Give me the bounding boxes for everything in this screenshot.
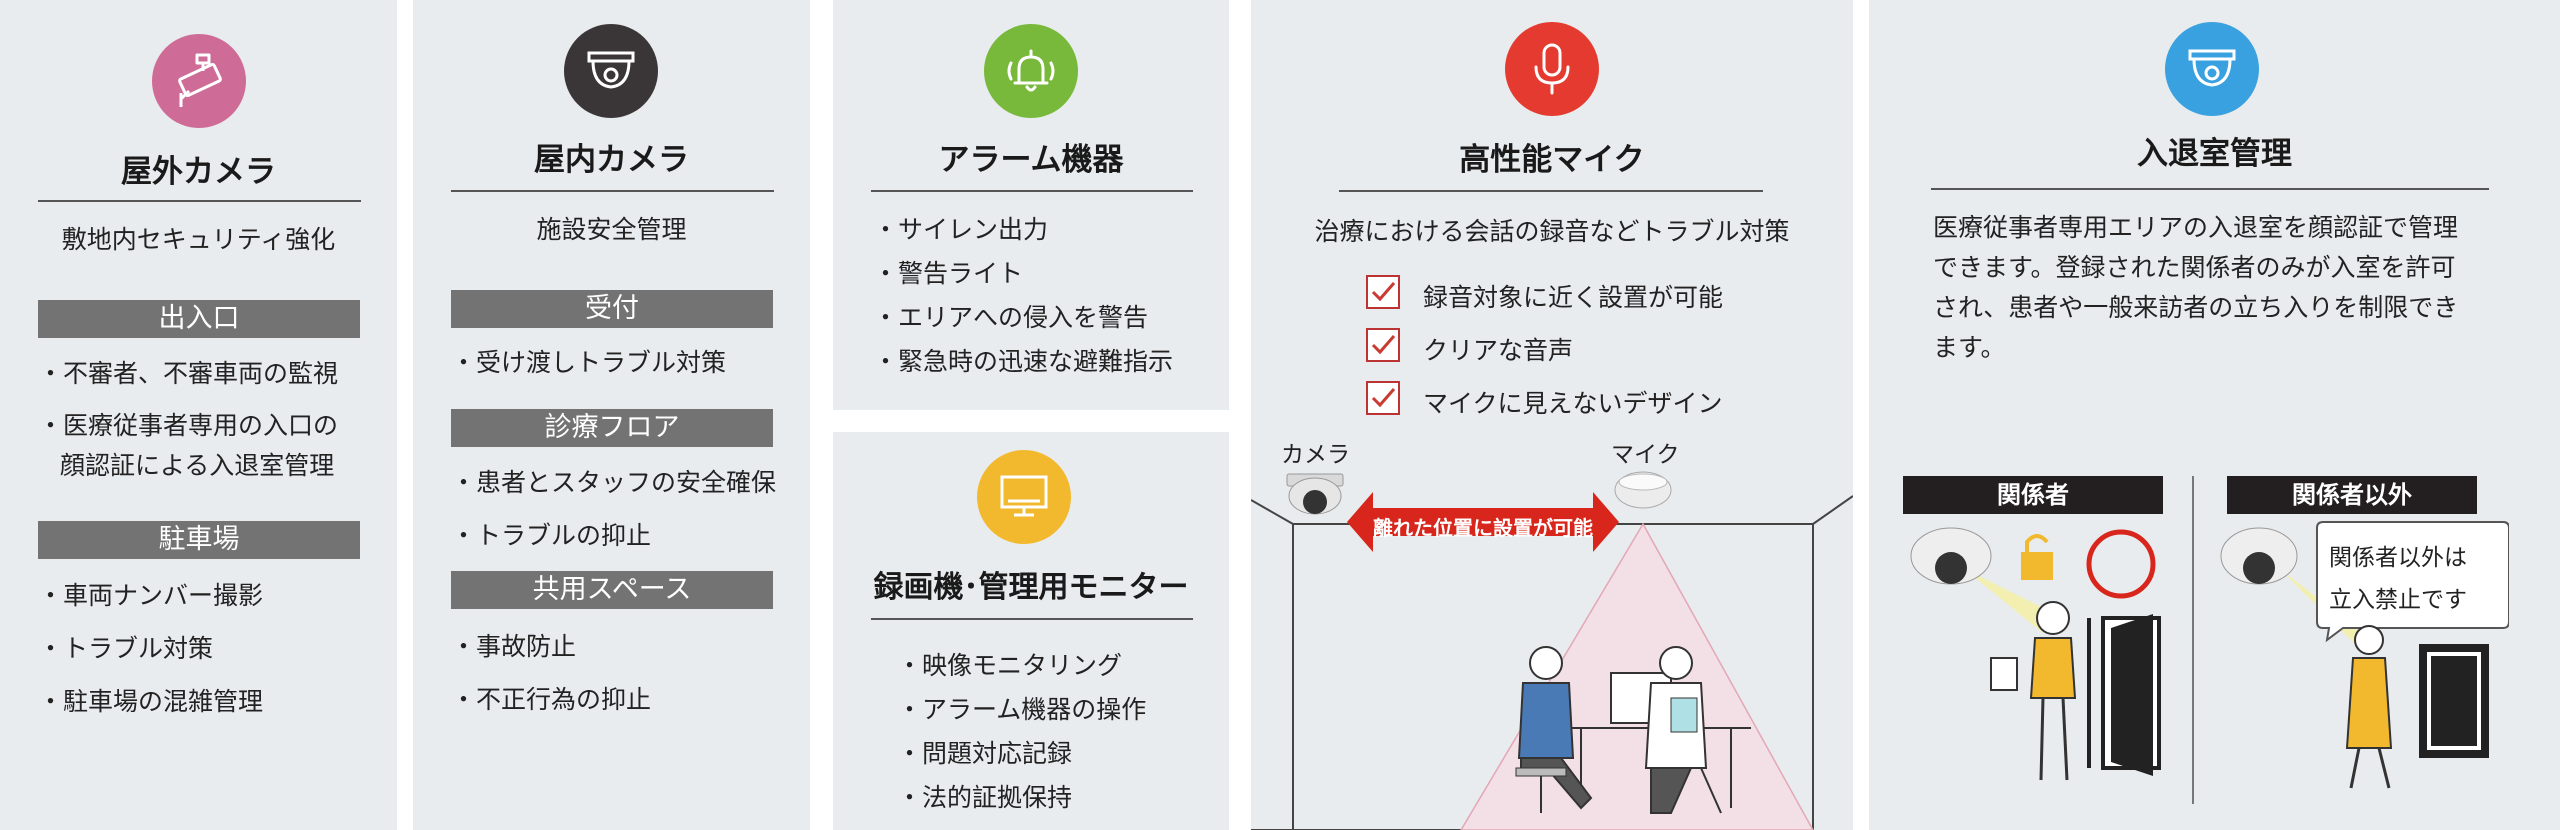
divider bbox=[871, 190, 1193, 192]
door-icon bbox=[2419, 644, 2489, 758]
divider bbox=[2192, 476, 2194, 804]
dome-camera-icon bbox=[2188, 49, 2236, 87]
label-unauthorized: 関係者以外 bbox=[2227, 476, 2477, 514]
indoor-camera-icon-circle bbox=[564, 24, 658, 118]
checkbox-icon bbox=[1366, 275, 1400, 309]
panel-recorder: 録画機･管理用モニター ・映像モニタリング ・アラーム機器の操作 ・問題対応記録… bbox=[833, 432, 1229, 830]
list-item: ・トラブルの抑止 bbox=[451, 521, 652, 550]
access-illustration-left bbox=[1910, 527, 2161, 781]
section-header-entrance: 出入口 bbox=[38, 300, 360, 338]
label-authorized: 関係者 bbox=[1903, 476, 2163, 514]
list-item: ・映像モニタリング bbox=[897, 651, 1123, 680]
subtitle: 敷地内セキュリティ強化 bbox=[61, 225, 336, 254]
panel-microphone: 高性能マイク 治療における会話の録音などトラブル対策 録音対象に近く設置が可能 … bbox=[1251, 0, 1853, 830]
list-item: ・アラーム機器の操作 bbox=[897, 695, 1147, 724]
checkbox-icon bbox=[1366, 381, 1400, 415]
list-item: ・車両ナンバー撮影 bbox=[38, 581, 264, 610]
mic-icon-circle bbox=[1505, 22, 1599, 116]
outdoor-camera-icon bbox=[178, 53, 222, 107]
check-item: クリアな音声 bbox=[1423, 336, 1574, 365]
section-header-parking: 駐車場 bbox=[38, 521, 360, 559]
staff-figure bbox=[1990, 601, 2077, 781]
ok-circle-icon bbox=[2086, 529, 2156, 599]
page-title: 屋内カメラ bbox=[534, 142, 689, 178]
dome-camera-icon bbox=[2220, 527, 2298, 585]
microphone-icon bbox=[1534, 43, 1570, 95]
speech-line: 立入禁止です bbox=[2329, 587, 2467, 613]
divider bbox=[871, 618, 1193, 620]
list-item: ・医療従事者専用の入口の bbox=[38, 411, 339, 440]
subtitle: 治療における会話の録音などトラブル対策 bbox=[1314, 217, 1790, 246]
section-header-reception: 受付 bbox=[451, 290, 773, 328]
room-illustration bbox=[1251, 471, 1853, 830]
list-item: ・エリアへの侵入を警告 bbox=[873, 303, 1149, 332]
dome-camera-icon bbox=[587, 51, 635, 89]
description: 医療従事者専用エリアの入退室を顔認証で管理できます。登録された関係者のみが入室を… bbox=[1933, 213, 2459, 362]
panel-indoor-camera: 屋内カメラ 施設安全管理 受付 ・受け渡しトラブル対策 診療フロア ・患者とスタ… bbox=[413, 0, 810, 830]
subtitle: 施設安全管理 bbox=[536, 215, 687, 244]
section-header-clinic-floor: 診療フロア bbox=[451, 409, 773, 447]
panel-access-control: 入退室管理 医療従事者専用エリアの入退室を顔認証で管理できます。登録された関係者… bbox=[1869, 0, 2560, 830]
list-item: ・不正行為の抑止 bbox=[451, 685, 652, 714]
page-title: アラーム機器 bbox=[938, 142, 1124, 178]
list-item: ・トラブル対策 bbox=[38, 634, 214, 663]
divider bbox=[38, 200, 361, 202]
doctor-figure bbox=[1644, 646, 1722, 814]
speech-line: 関係者以外は bbox=[2329, 545, 2467, 571]
page-title: 屋外カメラ bbox=[121, 154, 276, 190]
check-item: 録音対象に近く設置が可能 bbox=[1423, 283, 1724, 312]
list-item: ・問題対応記録 bbox=[897, 739, 1073, 768]
recorder-icon-circle bbox=[977, 450, 1071, 544]
visitor-figure bbox=[2345, 625, 2393, 789]
list-item: ・事故防止 bbox=[451, 632, 577, 661]
dome-camera-icon bbox=[1910, 527, 1992, 585]
access-icon-circle bbox=[2165, 22, 2259, 116]
mic-label: マイク bbox=[1611, 442, 1680, 468]
checkbox-icon bbox=[1366, 328, 1400, 362]
lock-icon bbox=[2021, 534, 2053, 580]
divider bbox=[1339, 190, 1763, 192]
camera-label: カメラ bbox=[1281, 442, 1350, 468]
list-item: ・警告ライト bbox=[873, 259, 1024, 288]
page-title: 録画機･管理用モニター bbox=[873, 570, 1189, 605]
page-title: 高性能マイク bbox=[1459, 142, 1645, 178]
check-item: マイクに見えないデザイン bbox=[1423, 389, 1723, 418]
list-item: ・法的証拠保持 bbox=[897, 783, 1073, 812]
list-item: ・受け渡しトラブル対策 bbox=[451, 348, 727, 377]
access-illustration-right bbox=[2220, 521, 2509, 789]
panel-outdoor-camera: 屋外カメラ 敷地内セキュリティ強化 出入口 ・不審者、不審車両の監視 ・医療従事… bbox=[0, 0, 397, 830]
patient-figure bbox=[1515, 646, 1593, 813]
outdoor-camera-icon-circle bbox=[152, 34, 246, 128]
divider bbox=[1931, 188, 2489, 190]
section-header-shared-space: 共用スペース bbox=[451, 571, 773, 609]
list-item: ・不審者、不審車両の監視 bbox=[38, 359, 339, 388]
bell-icon bbox=[1007, 49, 1055, 92]
page-title: 入退室管理 bbox=[2137, 136, 2292, 172]
alarm-icon-circle bbox=[984, 24, 1078, 118]
list-item: 顔認証による入退室管理 bbox=[60, 451, 335, 480]
arrow-label: 離れた位置に設置が可能 bbox=[1373, 516, 1593, 540]
ceiling-mic-icon bbox=[1614, 471, 1672, 509]
list-item: ・サイレン出力 bbox=[873, 215, 1049, 244]
dome-camera-icon bbox=[1286, 473, 1344, 515]
panel-alarm: アラーム機器 ・サイレン出力 ・警告ライト ・エリアへの侵入を警告 ・緊急時の迅… bbox=[833, 0, 1229, 410]
list-item: ・駐車場の混雑管理 bbox=[38, 687, 264, 716]
speech-bubble bbox=[2316, 521, 2509, 643]
door-icon bbox=[2087, 614, 2161, 776]
list-item: ・患者とスタッフの安全確保 bbox=[451, 468, 777, 497]
monitor-icon bbox=[1000, 475, 1048, 517]
divider bbox=[451, 190, 774, 192]
list-item: ・緊急時の迅速な避難指示 bbox=[873, 347, 1174, 376]
